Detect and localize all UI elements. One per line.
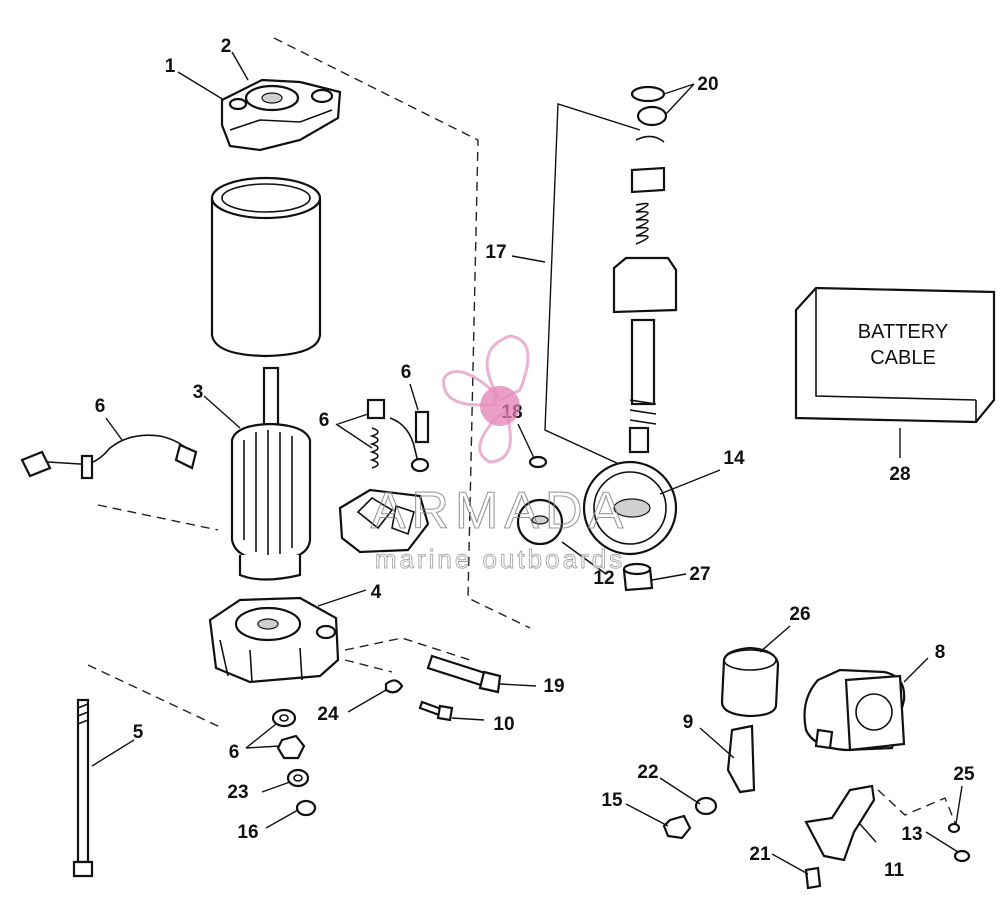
strap-nuts [662, 724, 756, 840]
band-26 [720, 646, 780, 718]
callout-3: 3 [193, 382, 204, 403]
callout-6-springs: 6 [319, 410, 330, 431]
callout-21: 21 [749, 844, 771, 865]
bracket-screws-right [804, 784, 971, 890]
watermark-brand: ARMADA [371, 482, 629, 540]
bolts-center [384, 654, 502, 722]
armada-watermark: ARMADA marine outboards [370, 334, 629, 574]
watermark-tagline: marine outboards [375, 544, 625, 574]
retaining-ring-18 [528, 455, 548, 469]
callout-23: 23 [227, 782, 248, 803]
callout-17: 17 [485, 242, 506, 263]
callout-24: 24 [317, 704, 339, 725]
callout-13: 13 [901, 824, 922, 845]
callout-27: 27 [689, 564, 710, 585]
callout-15: 15 [601, 790, 623, 811]
battery-label-line2: CABLE [870, 347, 936, 369]
callout-labels: 1 2 3 4 5 6 6 6 6 8 9 10 11 12 13 14 15 … [95, 36, 975, 881]
callout-26: 26 [789, 604, 810, 625]
bushing-27 [622, 562, 654, 592]
callout-1: 1 [165, 56, 176, 77]
brush-springs [366, 398, 430, 473]
commutator-end-cap [208, 596, 340, 684]
drive-end-cap [220, 78, 342, 152]
callout-11: 11 [884, 860, 905, 881]
callout-20: 20 [697, 74, 718, 95]
battery-label-line1: BATTERY [858, 321, 948, 343]
callout-22: 22 [637, 762, 658, 783]
callout-14: 14 [723, 448, 745, 469]
brush-holder-plate [338, 488, 430, 554]
callout-9: 9 [683, 712, 694, 733]
callout-19: 19 [543, 676, 564, 697]
callout-2: 2 [221, 36, 232, 57]
drive-assembly-bracket [544, 103, 641, 471]
through-bolt [72, 698, 94, 878]
alignment-dashed-lines [87, 37, 959, 831]
callout-5: 5 [133, 722, 144, 743]
drive-components [612, 85, 678, 454]
callout-4: 4 [371, 582, 382, 603]
lead-wire-left [20, 434, 198, 480]
washers-nuts-left [271, 708, 317, 817]
callout-28: 28 [889, 464, 910, 485]
callout-25: 25 [953, 764, 975, 785]
callout-6-upper: 6 [401, 362, 412, 383]
callout-8: 8 [935, 642, 946, 663]
field-frame-housing [210, 176, 322, 358]
leader-lines [91, 51, 963, 875]
battery-cable-box: BATTERY CABLE [794, 286, 996, 424]
callout-6-wire: 6 [95, 396, 106, 417]
armature [230, 366, 312, 581]
gears [516, 460, 678, 556]
propeller-logo-icon [442, 334, 530, 464]
callout-6-nut: 6 [229, 742, 240, 763]
callout-10: 10 [493, 714, 514, 735]
solenoid [803, 668, 906, 752]
callout-16: 16 [237, 822, 258, 843]
callout-12: 12 [593, 568, 614, 589]
